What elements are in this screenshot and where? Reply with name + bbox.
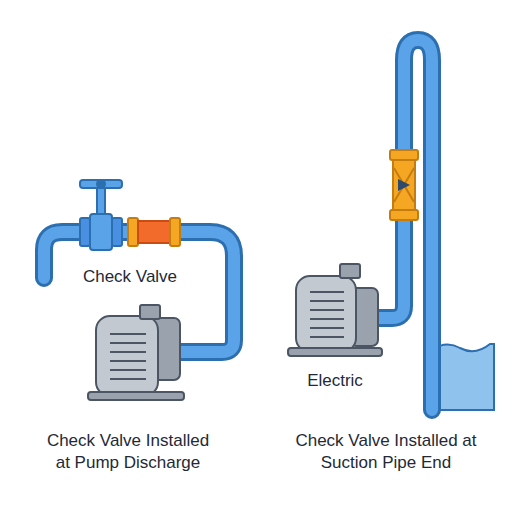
gate-valve — [80, 179, 122, 250]
electric-pump — [288, 264, 382, 356]
motor-fin — [110, 378, 146, 380]
motor-fin — [310, 327, 344, 329]
motor-fin — [310, 336, 344, 338]
discharge-pipe — [44, 232, 234, 352]
motor-fin — [310, 300, 344, 302]
check-valve — [128, 218, 180, 246]
motor-fin — [110, 342, 146, 344]
check-valve — [390, 150, 418, 220]
motor-fin — [310, 318, 344, 320]
motor-fin — [310, 309, 344, 311]
caption-text: Check Valve Installed at Suction Pipe En… — [286, 430, 486, 474]
motor-fin — [110, 360, 146, 362]
component-label: Check Valve — [65, 266, 195, 288]
component-label: Electric — [280, 370, 390, 392]
caption-text: Check Valve Installed at Pump Discharge — [39, 430, 217, 474]
motor-fin — [110, 333, 146, 335]
motor-fin — [110, 369, 146, 371]
electric-pump — [88, 305, 184, 400]
motor-fin — [310, 291, 344, 293]
motor-fin — [110, 351, 146, 353]
water — [432, 344, 494, 410]
